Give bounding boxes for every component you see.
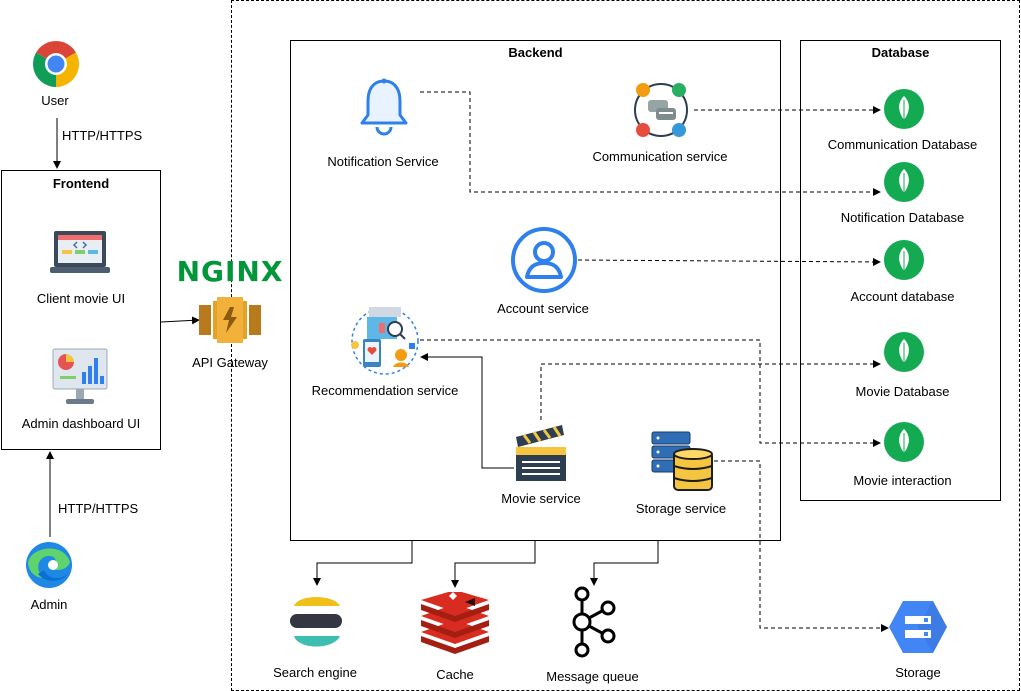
movie-to-moviedb-line	[540, 360, 881, 420]
mongodb-icon	[884, 240, 924, 280]
notification-to-db-line	[420, 91, 881, 196]
user-label: User	[41, 93, 69, 108]
account-service-label: Account service	[497, 301, 589, 316]
frontend-title: Frontend	[52, 176, 110, 191]
api-gateway-label: API Gateway	[192, 355, 268, 370]
recommendation-icon	[351, 307, 419, 375]
server-database-icon	[651, 431, 713, 491]
backend-to-search-line	[313, 541, 413, 586]
movie-to-recommendation-line	[420, 353, 514, 469]
backend-to-queue-line	[590, 541, 659, 586]
client-ui-label: Client movie UI	[36, 291, 126, 306]
movie-service-label: Movie service	[501, 491, 581, 506]
account-to-db-line	[577, 257, 881, 266]
protocol-bottom-label: HTTP/HTTPS	[58, 501, 139, 516]
recommendation-to-interaction-line	[420, 339, 881, 447]
recommendation-service-label: Recommendation service	[311, 383, 459, 398]
movie-db-label: Movie Database	[855, 384, 950, 399]
kafka-icon	[572, 586, 616, 658]
communication-db-label: Communication Database	[827, 137, 978, 152]
user-account-icon	[511, 227, 577, 293]
frontend-to-gateway-line	[160, 316, 200, 325]
protocol-top-label: HTTP/HTTPS	[62, 128, 143, 143]
cache-label: Cache	[436, 667, 474, 682]
bell-icon	[360, 78, 408, 136]
message-queue-label: Message queue	[546, 669, 639, 684]
admin-label: Admin	[30, 597, 68, 612]
mongodb-icon	[884, 89, 924, 129]
admin-ui-label: Admin dashboard UI	[21, 416, 141, 431]
search-engine-label: Search engine	[273, 665, 357, 680]
laptop-code-icon	[50, 231, 110, 273]
api-gateway-icon	[199, 297, 261, 343]
cloud-storage-icon	[889, 601, 947, 653]
clapperboard-icon	[516, 425, 566, 481]
mongodb-icon	[884, 422, 924, 462]
storage-label: Storage	[895, 665, 941, 680]
database-title: Database	[871, 45, 930, 60]
notification-service-label: Notification Service	[327, 154, 439, 169]
notification-db-label: Notification Database	[840, 210, 965, 225]
backend-title: Backend	[508, 45, 563, 60]
backend-to-cache-line	[451, 541, 536, 588]
movie-interaction-label: Movie interaction	[853, 473, 952, 488]
mongodb-icon	[884, 162, 924, 202]
communication-icon	[634, 83, 688, 137]
nginx-logo: NGINX	[176, 255, 284, 288]
account-db-label: Account database	[850, 289, 955, 304]
dashboard-monitor-icon	[52, 348, 108, 404]
edge-icon	[26, 542, 72, 588]
redis-icon	[421, 592, 489, 654]
chrome-icon	[33, 41, 79, 87]
mongodb-icon	[884, 332, 924, 372]
elasticsearch-icon	[290, 597, 342, 647]
communication-service-label: Communication service	[592, 149, 728, 164]
storage-service-to-storage-line	[714, 460, 889, 632]
storage-service-label: Storage service	[635, 501, 727, 516]
